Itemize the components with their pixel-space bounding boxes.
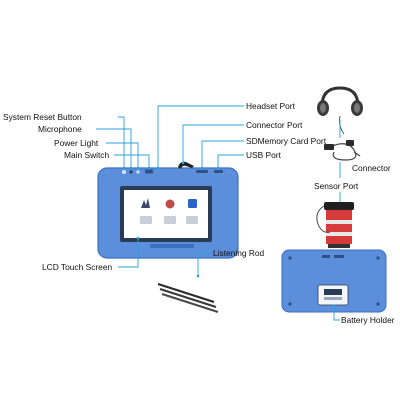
leader-connector-port bbox=[182, 124, 244, 163]
label-connector: Connector bbox=[352, 163, 391, 173]
headset-icon bbox=[317, 86, 363, 135]
lcd-touch-screen[interactable] bbox=[124, 190, 208, 238]
label-battery-holder: Battery Holder bbox=[341, 315, 395, 325]
back-device-body bbox=[282, 250, 386, 312]
label-main-switch: Main Switch bbox=[64, 150, 109, 160]
sensor-icon bbox=[316, 202, 354, 248]
leader-usb-port bbox=[217, 154, 244, 168]
settings-app-icon[interactable] bbox=[165, 199, 175, 209]
main-switch[interactable] bbox=[145, 169, 153, 174]
component-labels: System Reset Button Microphone Power Lig… bbox=[3, 101, 395, 325]
leader-sd-port bbox=[201, 140, 244, 168]
battery-holder-icon[interactable] bbox=[317, 284, 349, 306]
leader-headset-port bbox=[157, 105, 244, 168]
main-device bbox=[97, 161, 239, 259]
screen-button-3[interactable] bbox=[186, 216, 198, 224]
info-app-icon[interactable] bbox=[188, 199, 197, 208]
usb-port[interactable] bbox=[214, 170, 223, 173]
screen-button-2[interactable] bbox=[164, 216, 176, 224]
system-reset-button[interactable] bbox=[122, 170, 126, 174]
back-screw-bottom-right bbox=[376, 302, 380, 306]
label-connector-port: Connector Port bbox=[246, 120, 303, 130]
back-screw-right bbox=[376, 256, 380, 260]
label-usb-port: USB Port bbox=[246, 150, 282, 160]
front-nameplate bbox=[150, 244, 194, 248]
leader-main-switch bbox=[114, 154, 150, 168]
sd-memory-card-port[interactable] bbox=[196, 170, 208, 173]
screen-button-1[interactable] bbox=[140, 216, 152, 224]
label-power-light: Power Light bbox=[54, 138, 99, 148]
back-device bbox=[281, 249, 387, 313]
label-microphone: Microphone bbox=[38, 124, 82, 134]
back-port-1 bbox=[322, 255, 330, 258]
label-system-reset-button: System Reset Button bbox=[3, 112, 82, 122]
connector-cable-icon bbox=[324, 140, 361, 161]
device-body-edge bbox=[97, 167, 239, 259]
leader-battery-holder bbox=[333, 306, 340, 321]
label-lcd-touch-screen: LCD Touch Screen bbox=[42, 262, 112, 272]
waveform-app-icon[interactable] bbox=[141, 198, 150, 208]
leader-lines bbox=[96, 105, 341, 321]
back-screw-left bbox=[288, 256, 292, 260]
label-sd-memory-card-port: SDMemory Card Port bbox=[246, 136, 327, 146]
leader-listening-rod bbox=[197, 252, 210, 276]
label-listening-rod: Listening Rod bbox=[213, 248, 265, 258]
screen-app-icons bbox=[140, 198, 198, 224]
microphone bbox=[129, 170, 133, 174]
leader-lcd-screen bbox=[118, 238, 139, 268]
listening-rod-icon bbox=[157, 282, 219, 314]
leader-system-reset bbox=[118, 116, 125, 168]
leader-microphone bbox=[96, 128, 132, 168]
leader-power-light bbox=[106, 142, 139, 168]
back-port-2 bbox=[334, 255, 344, 258]
power-light bbox=[136, 170, 140, 174]
label-sensor-port: Sensor Port bbox=[314, 181, 359, 191]
label-headset-port: Headset Port bbox=[246, 101, 296, 111]
back-screw-bottom-left bbox=[288, 302, 292, 306]
